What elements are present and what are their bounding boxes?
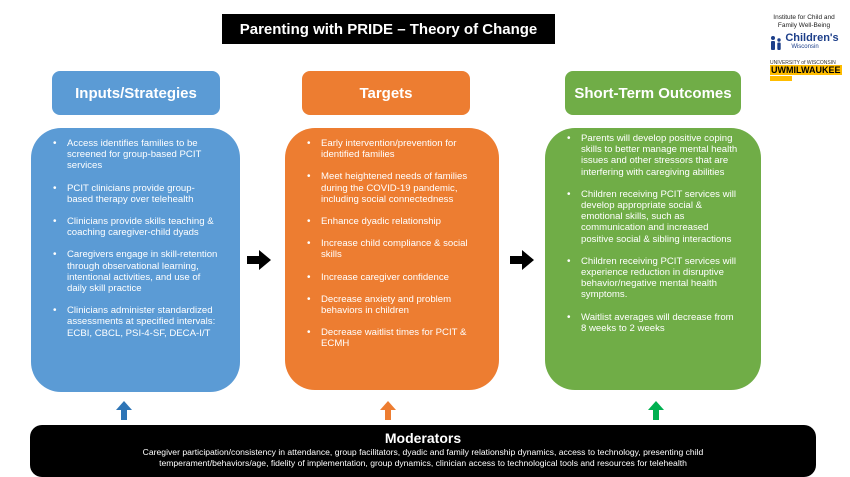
list-item: Clinicians administer standardized asses… bbox=[53, 305, 218, 339]
list-item: Children receiving PCIT services will ex… bbox=[567, 256, 739, 301]
childrens-logo-text: Children's bbox=[785, 32, 839, 44]
list-item: Waitlist averages will decrease from 8 w… bbox=[567, 312, 739, 334]
uwm-logo-top: UNIVERSITY of WISCONSIN bbox=[770, 60, 836, 66]
arrow-up-icon bbox=[648, 401, 664, 420]
list-item: Parents will develop positive coping ski… bbox=[567, 133, 739, 178]
list-item: Increase child compliance & social skill… bbox=[307, 238, 477, 260]
list-item: Clinicians provide skills teaching & coa… bbox=[53, 216, 218, 238]
logos: Institute for Child and Family Well-Bein… bbox=[764, 14, 844, 81]
institute-logo-text: Institute for Child and Family Well-Bein… bbox=[773, 14, 835, 29]
moderators-box: Moderators Caregiver participation/consi… bbox=[30, 425, 816, 477]
inputs-strategies-header: Inputs/Strategies bbox=[52, 71, 220, 115]
short-term-outcomes-box: Parents will develop positive coping ski… bbox=[545, 128, 761, 390]
list-item: Early intervention/prevention for identi… bbox=[307, 138, 477, 160]
list-item: Access identifies families to be screene… bbox=[53, 138, 218, 172]
list-item: Decrease anxiety and problem behaviors i… bbox=[307, 294, 477, 316]
targets-header: Targets bbox=[302, 71, 470, 115]
short-term-outcomes-header: Short-Term Outcomes bbox=[565, 71, 741, 115]
inputs-strategies-box: Access identifies families to be screene… bbox=[31, 128, 240, 392]
wisconsin-logo-text: Wisconsin bbox=[791, 44, 819, 50]
uwm-logo: UNIVERSITY of WISCONSIN UWMILWAUKEE bbox=[770, 60, 844, 81]
list-item: Caregivers engage in skill-retention thr… bbox=[53, 249, 218, 294]
arrow-right-icon bbox=[510, 250, 534, 270]
diagram-title: Parenting with PRIDE – Theory of Change bbox=[222, 14, 555, 44]
uwm-logo-text: UWMILWAUKEE bbox=[770, 65, 842, 75]
list-item: Enhance dyadic relationship bbox=[307, 216, 477, 227]
moderators-text: Caregiver participation/consistency in a… bbox=[142, 447, 704, 468]
list-item: Meet heightened needs of families during… bbox=[307, 171, 477, 205]
moderators-title: Moderators bbox=[384, 430, 462, 446]
arrow-up-icon bbox=[116, 401, 132, 420]
list-item: PCIT clinicians provide group-based ther… bbox=[53, 183, 218, 205]
list-item: Increase caregiver confidence bbox=[307, 272, 477, 283]
list-item: Decrease waitlist times for PCIT & ECMH bbox=[307, 327, 477, 349]
uwm-panther-icon bbox=[770, 76, 792, 81]
arrow-up-icon bbox=[380, 401, 396, 420]
arrow-right-icon bbox=[247, 250, 271, 270]
list-item: Children receiving PCIT services will de… bbox=[567, 189, 739, 245]
family-icon bbox=[771, 36, 782, 50]
targets-box: Early intervention/prevention for identi… bbox=[285, 128, 499, 390]
childrens-wisconsin-logo: Children's Wisconsin bbox=[764, 32, 844, 52]
